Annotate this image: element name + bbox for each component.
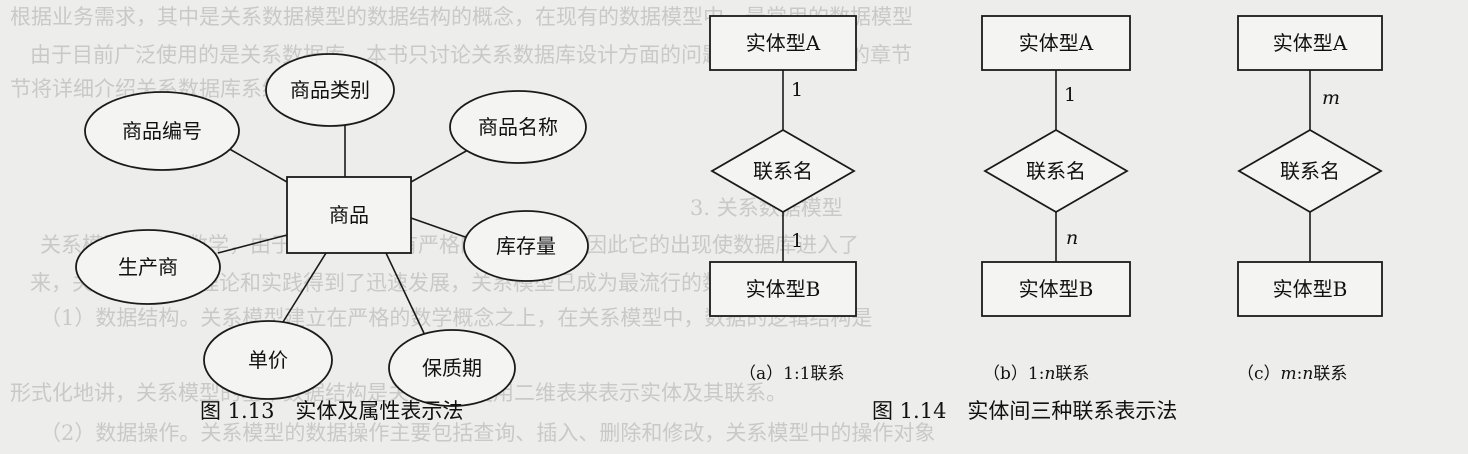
connector-line <box>410 149 469 183</box>
relationship-label: 联系名 <box>1026 159 1086 183</box>
entity-a-box <box>981 15 1131 71</box>
diagram-c: 实体型A 联系名 实体型B m （c）m:n联系 <box>1237 15 1383 384</box>
attribute-ellipse <box>449 90 587 164</box>
entity-b-label: 实体型B <box>1019 277 1094 301</box>
connector-line <box>385 252 432 349</box>
attribute-label: 生产商 <box>118 255 178 279</box>
entity-a-box <box>709 15 857 71</box>
entity-a-box <box>1237 15 1383 71</box>
attribute-label: 保质期 <box>422 356 482 380</box>
entity-a-label: 实体型A <box>1273 31 1348 55</box>
attribute-label: 库存量 <box>496 234 556 258</box>
entity-b-box <box>1237 261 1383 317</box>
entity-box <box>286 176 412 254</box>
figure-caption: 图 1.13 实体及属性表示法 <box>200 399 463 423</box>
cardinality-bottom: 1 <box>791 230 803 252</box>
relationship-diamond <box>710 128 856 214</box>
connector-line <box>282 252 327 323</box>
relationship-diamond <box>1237 128 1383 214</box>
attribute-ellipse <box>463 210 589 282</box>
cardinality-top: m <box>1322 87 1340 109</box>
entity-label: 商品 <box>329 203 369 227</box>
entity-b-label: 实体型B <box>746 277 821 301</box>
bg-line: （2）数据操作。关系模型的数据操作主要包括查询、插入、删除和修改，关系模型中的操… <box>40 421 935 445</box>
attribute-ellipse <box>75 229 221 305</box>
entity-b-label: 实体型B <box>1273 277 1348 301</box>
relationship-label: 联系名 <box>1280 159 1340 183</box>
cardinality-bottom: n <box>1066 227 1078 249</box>
subcaption-c: （c）m:n联系 <box>1237 364 1347 384</box>
cardinality-top: 1 <box>1064 84 1076 106</box>
connector-line <box>410 217 469 239</box>
attribute-ellipse <box>388 329 516 407</box>
relationship-diamond <box>983 128 1129 214</box>
figure-1-14: 实体型A 联系名 实体型B 1 1 （a）1:1联系 实体型A 联系名 实体型B… <box>709 15 1383 423</box>
subcaption-a: （a）1:1联系 <box>739 364 845 384</box>
attribute-label: 单价 <box>248 348 288 372</box>
entity-b-box <box>709 261 857 317</box>
attribute-ellipse <box>265 53 395 127</box>
entity-a-label: 实体型A <box>1019 31 1094 55</box>
figure-caption: 图 1.14 实体间三种联系表示法 <box>872 399 1177 423</box>
entity-b-box <box>981 261 1131 317</box>
attribute-ellipse <box>84 91 240 171</box>
diagram-b: 实体型A 联系名 实体型B 1 n （b）1:n联系 <box>981 15 1131 384</box>
entity-a-label: 实体型A <box>746 31 821 55</box>
relationship-label: 联系名 <box>753 159 813 183</box>
attribute-label: 商品名称 <box>478 115 558 139</box>
subcaption-b: （b）1:n联系 <box>983 364 1089 384</box>
attribute-label: 商品编号 <box>122 119 202 143</box>
diagram-a: 实体型A 联系名 实体型B 1 1 （a）1:1联系 <box>709 15 857 384</box>
attribute-label: 商品类别 <box>290 78 370 102</box>
connector-line <box>225 146 288 183</box>
figure-1-13: 商品 商品类别 商品编号 商品名称 库存量 生产商 单价 保质期 图 1.13 … <box>75 53 589 423</box>
connector-line <box>217 234 288 254</box>
attribute-ellipse <box>203 320 333 400</box>
cardinality-top: 1 <box>791 79 803 101</box>
